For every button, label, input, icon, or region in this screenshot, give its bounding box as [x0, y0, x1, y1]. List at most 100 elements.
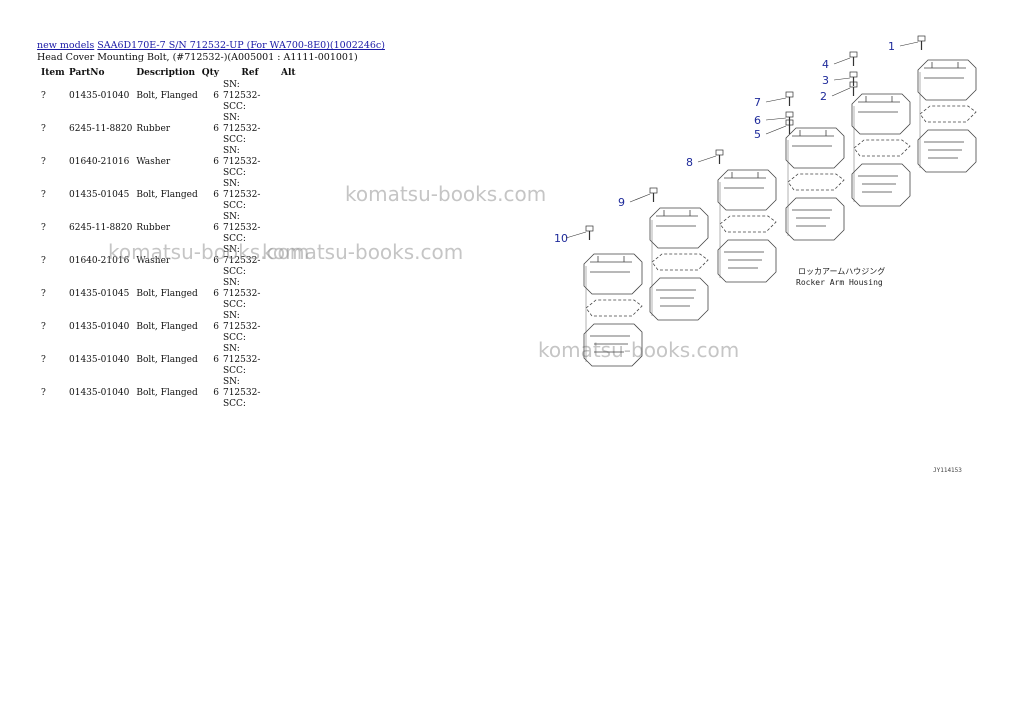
bolt-icon	[785, 111, 794, 118]
housing-cover	[917, 59, 977, 101]
cell-qty: 6	[213, 355, 219, 365]
housing-stack	[851, 93, 911, 207]
cell-description: Bolt, Flanged	[136, 322, 198, 332]
bolt-icon	[917, 35, 926, 42]
column-header-description: Description	[136, 67, 195, 78]
cell-description: Bolt, Flanged	[136, 91, 198, 101]
callout-leader	[833, 57, 851, 65]
housing-cover-detail	[792, 130, 834, 147]
column-header-ref: Ref	[241, 67, 259, 78]
housing-gasket	[585, 299, 643, 317]
bolt-icon	[715, 149, 724, 156]
rocker-arm-housings	[583, 59, 977, 367]
housing-lower-detail	[858, 175, 898, 193]
cell-alt	[279, 212, 303, 245]
cell-alt	[279, 377, 303, 410]
cell-partno: 01435-01040	[69, 322, 130, 332]
callout-leader	[899, 41, 919, 47]
cell-qty: 6	[213, 190, 219, 200]
cell-qty: 6	[213, 223, 219, 233]
cell-ref: SN: 712532-SCC:	[221, 311, 279, 344]
cell-qty: 6	[213, 289, 219, 299]
ref-scc: SCC:	[222, 168, 246, 178]
housing-cover-detail	[858, 96, 900, 113]
callout-leader	[697, 155, 717, 163]
housing-stack	[717, 169, 777, 283]
bolt-icon	[585, 225, 594, 232]
cell-description: Rubber	[136, 223, 171, 233]
ref-serial: SN: 712532-	[222, 179, 261, 200]
cell-partno: 01435-01045	[69, 190, 130, 200]
cell-description: Washer	[136, 157, 171, 167]
ref-scc: SCC:	[222, 102, 246, 112]
bolt-icon	[849, 71, 858, 78]
callout-label: 5	[754, 128, 761, 141]
callout-label: 9	[618, 196, 625, 209]
cell-partno: 01435-01040	[69, 91, 130, 101]
ref-serial: SN: 712532-	[222, 311, 261, 332]
cell-partno: 6245-11-8820	[69, 124, 133, 134]
breadcrumb-root-link[interactable]: new models	[37, 40, 95, 51]
cell-ref: SN: 712532-SCC:	[221, 245, 279, 278]
cell-alt	[279, 344, 303, 377]
cell-alt	[279, 179, 303, 212]
callout-leader	[831, 87, 851, 97]
ref-scc: SCC:	[222, 234, 246, 244]
housing-lower-detail	[792, 209, 832, 227]
housing-lower	[649, 277, 709, 321]
cell-alt	[279, 146, 303, 179]
ref-scc: SCC:	[222, 333, 246, 343]
cell-ref: SN: 712532-SCC:	[221, 179, 279, 212]
callout-leader	[565, 231, 587, 239]
cell-alt	[279, 80, 303, 113]
housing-lower	[583, 323, 643, 367]
cell-alt	[279, 311, 303, 344]
ref-scc: SCC:	[222, 300, 246, 310]
housing-gasket	[919, 105, 977, 123]
callout-label: 8	[686, 156, 693, 169]
housing-gasket	[787, 173, 845, 191]
column-header-alt: Alt	[280, 67, 296, 78]
ref-serial: SN: 712532-	[222, 146, 261, 167]
ref-scc: SCC:	[222, 267, 246, 277]
cell-partno: 01435-01045	[69, 289, 130, 299]
housing-lower	[917, 129, 977, 173]
breadcrumb-model-link[interactable]: SAA6D170E-7 S/N 712532-UP (For WA700-8E0…	[97, 40, 385, 51]
column-header-qty: Qty	[201, 67, 219, 78]
cell-ref: SN: 712532-SCC:	[221, 344, 279, 377]
cell-item: ?	[41, 289, 46, 299]
cell-item: ?	[41, 388, 46, 398]
cell-partno: 6245-11-8820	[69, 223, 133, 233]
column-header-partno: PartNo	[69, 67, 105, 78]
callout-label: 6	[754, 114, 761, 127]
ref-serial: SN: 712532-	[222, 212, 261, 233]
housing-stack	[917, 59, 977, 173]
callout-leader	[833, 77, 851, 81]
housing-gasket	[651, 253, 709, 271]
parts-table: Item PartNo Description Qty Ref Alt ?014…	[37, 66, 303, 410]
callout-label: 10	[554, 232, 568, 245]
housing-stack	[785, 127, 845, 241]
cell-item: ?	[41, 223, 46, 233]
ref-serial: SN: 712532-	[222, 245, 261, 266]
housing-label-jp: ロッカアームハウジング	[798, 266, 885, 276]
cell-ref: SN: 712532-SCC:	[221, 377, 279, 410]
cell-item: ?	[41, 91, 46, 101]
cell-item: ?	[41, 256, 46, 266]
ref-scc: SCC:	[222, 399, 246, 409]
housing-cover-detail	[724, 172, 766, 189]
cell-item: ?	[41, 190, 46, 200]
cell-qty: 6	[213, 157, 219, 167]
cell-description: Bolt, Flanged	[136, 388, 198, 398]
cell-description: Bolt, Flanged	[136, 190, 198, 200]
housing-gasket	[719, 215, 777, 233]
cell-ref: SN: 712532-SCC:	[221, 146, 279, 179]
